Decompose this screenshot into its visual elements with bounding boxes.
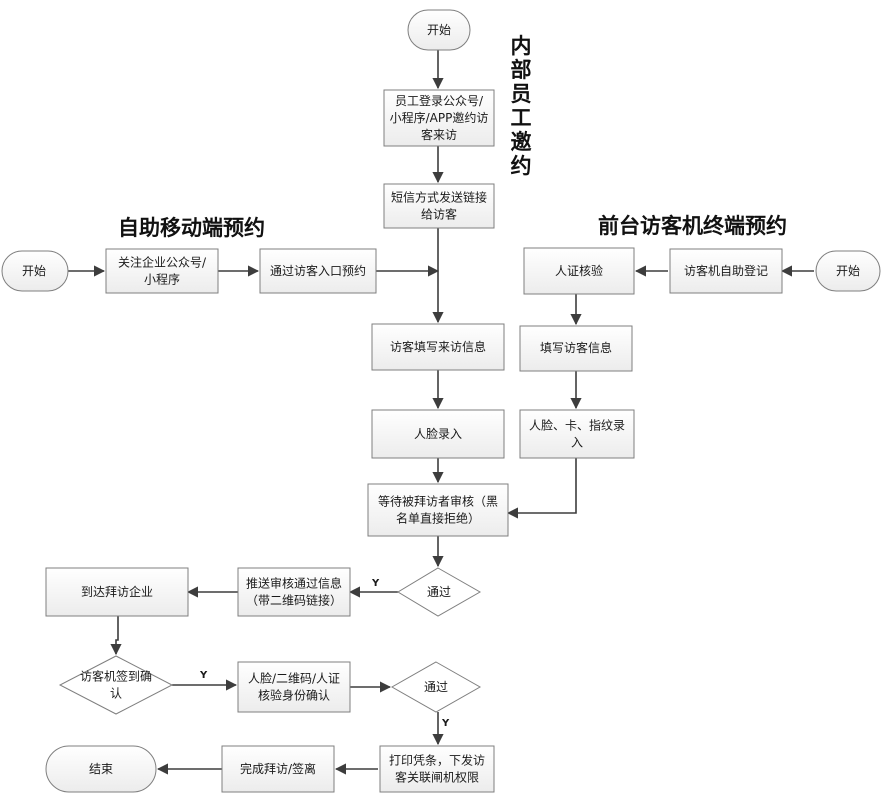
node-wait-review-text: 等待被拜访者审核（黑名单直接拒绝） (378, 494, 498, 526)
node-start-mobile-text: 开始 (22, 264, 46, 278)
node-follow-account-text: 关注企业公众号/小程序 (118, 255, 207, 287)
node-start-front-text: 开始 (836, 264, 860, 278)
node-start-inner-text: 开始 (427, 23, 451, 37)
node-end: 结束 (45, 745, 157, 793)
node-pass-1: 通过 (397, 567, 482, 617)
node-label-line: 打印凭条，下发访 (389, 753, 485, 768)
node-end-text: 结束 (89, 762, 113, 776)
edge-facecard-to-wait (506, 458, 577, 519)
node-pass-2: 通过 (390, 661, 482, 713)
edge-label-yes-1: Y (371, 578, 380, 589)
node-sms-link: 短信方式发送链接给访客 (383, 183, 495, 229)
edge-arrive-to-signin (110, 616, 122, 656)
node-sms-link-text: 短信方式发送链接给访客 (391, 190, 487, 222)
node-fill-info-text: 访客填写来访信息 (390, 339, 486, 354)
node-label-line: 到达拜访企业 (81, 584, 153, 599)
node-wait-review: 等待被拜访者审核（黑名单直接拒绝） (367, 483, 509, 537)
node-label-line: 小程序/APP邀约访 (390, 110, 489, 125)
node-label-line: 入 (571, 436, 583, 450)
node-label-line: 访客填写来访信息 (390, 339, 486, 354)
node-label-line: 人脸/二维码/人证 (248, 672, 340, 686)
node-employee-login: 员工登录公众号/小程序/APP邀约访客来访 (383, 89, 495, 147)
node-label-line: 开始 (427, 23, 451, 37)
node-face-qr-verify: 人脸/二维码/人证核验身份确认 (237, 661, 351, 713)
node-kiosk-register-text: 访客机自助登记 (684, 263, 768, 278)
section-title-inner: 内部员工邀约 (510, 34, 532, 178)
node-label-line: 通过访客入口预约 (270, 263, 366, 278)
node-label-line: 人证核验 (555, 263, 603, 278)
node-label-line: 填写访客信息 (540, 340, 612, 355)
node-start-front: 开始 (815, 250, 881, 292)
section-title-front: 前台访客机终端预约 (598, 214, 787, 238)
node-label-line: （带二维码链接） (246, 593, 342, 608)
node-pass-1-text: 通过 (427, 585, 451, 599)
node-label-line: 给访客 (421, 207, 457, 222)
node-face-entry: 人脸录入 (371, 409, 505, 459)
node-fill-visitor-info: 填写访客信息 (519, 325, 633, 372)
node-arrive-text: 到达拜访企业 (81, 584, 153, 599)
node-fill-visitor-info-text: 填写访客信息 (540, 340, 612, 355)
node-label-line: 人脸录入 (414, 427, 462, 441)
node-face-entry-text: 人脸录入 (414, 427, 462, 441)
node-kiosk-signin-text: 访客机签到确认 (80, 669, 152, 701)
node-label-line: 客来访 (421, 127, 457, 142)
node-label-line: 小程序 (144, 272, 180, 287)
edge-label-yes-2: Y (199, 670, 208, 681)
node-follow-account: 关注企业公众号/小程序 (105, 248, 219, 294)
node-arrive: 到达拜访企业 (45, 567, 189, 617)
node-fill-info: 访客填写来访信息 (371, 323, 505, 371)
node-push-info: 推送审核通过信息 （带二维码链接） (237, 567, 351, 617)
node-label-line: 开始 (22, 264, 46, 278)
node-id-verify: 人证核验 (523, 247, 635, 295)
node-label-line: 员工登录公众号/ (395, 93, 484, 108)
node-print-slip-text: 打印凭条，下发访客关联闸机权限 (389, 753, 485, 785)
node-face-card-fp: 人脸、卡、指纹录入 (519, 409, 635, 459)
node-label-line: 短信方式发送链接 (391, 190, 487, 205)
node-face-qr-verify-text: 人脸/二维码/人证核验身份确认 (248, 672, 340, 703)
node-label-line: 访客机签到确 (80, 669, 152, 684)
node-label-line: 关注企业公众号/ (118, 255, 207, 270)
node-label-line: 人脸、卡、指纹录 (529, 418, 625, 433)
node-print-slip: 打印凭条，下发访客关联闸机权限 (379, 745, 495, 793)
node-label-line: 访客机自助登记 (684, 263, 768, 278)
node-kiosk-register: 访客机自助登记 (669, 248, 783, 294)
node-pass-2-text: 通过 (424, 680, 448, 694)
node-label-line: 认 (110, 687, 122, 701)
node-visitor-entry: 通过访客入口预约 (259, 248, 377, 294)
node-face-card-fp-text: 人脸、卡、指纹录入 (529, 418, 625, 450)
node-label-line: 完成拜访/签离 (240, 761, 316, 776)
node-label-line: 结束 (89, 762, 113, 776)
edge-label-yes-3: Y (441, 718, 450, 729)
node-start-inner: 开始 (407, 9, 471, 51)
node-label-line: 通过 (427, 585, 451, 599)
node-id-verify-text: 人证核验 (555, 263, 603, 278)
node-visitor-entry-text: 通过访客入口预约 (270, 263, 366, 278)
node-label-line: 核验身份确认 (258, 688, 330, 703)
node-label-line: 推送审核通过信息 (246, 576, 342, 591)
node-label-line: 等待被拜访者审核（黑 (378, 494, 498, 509)
node-label-line: 开始 (836, 264, 860, 278)
node-label-line: 名单直接拒绝） (396, 511, 480, 526)
node-start-mobile: 开始 (1, 250, 69, 292)
node-label-line: 通过 (424, 680, 448, 694)
node-complete-visit-text: 完成拜访/签离 (240, 761, 316, 776)
node-employee-login-text: 员工登录公众号/小程序/APP邀约访客来访 (390, 93, 489, 142)
node-push-info-text: 推送审核通过信息 （带二维码链接） (246, 576, 342, 608)
edges (68, 50, 814, 775)
node-kiosk-signin: 访客机签到确认 (58, 655, 174, 715)
node-complete-visit: 完成拜访/签离 (221, 745, 335, 793)
section-title-mobile: 自助移动端预约 (118, 216, 265, 240)
node-label-line: 客关联闸机权限 (395, 770, 479, 785)
